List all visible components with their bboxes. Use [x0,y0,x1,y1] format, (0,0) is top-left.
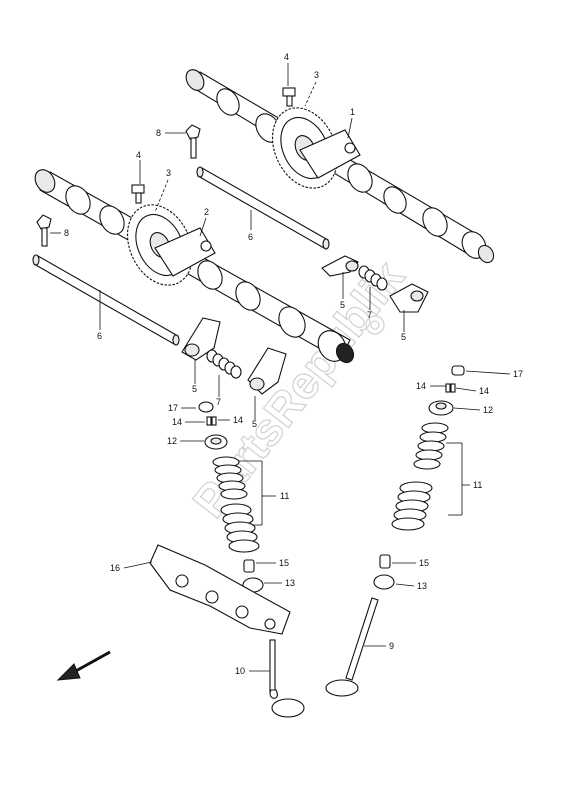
callout-11: 11 [280,491,289,501]
callout-13: 13 [417,581,427,591]
rocker-spring-left [206,349,242,379]
rocker-shaft-upper [196,166,330,250]
callout-4: 4 [284,52,289,62]
callout-1: 1 [350,107,355,117]
callout-3: 3 [314,70,319,80]
callout-8: 8 [156,128,161,138]
callout-5: 5 [340,300,345,310]
callout-3: 3 [166,168,171,178]
callout-6: 6 [248,232,253,242]
callout-7: 7 [216,397,221,407]
callout-14: 14 [233,415,243,425]
shim-left [198,401,214,413]
spring-retainer-left [204,434,228,450]
callout-11: 11 [473,480,482,490]
watermark: PartsRepublik [182,250,415,527]
callout-16: 16 [110,563,120,573]
rocker-arm-left-2 [247,347,287,395]
valve-spring-left-outer [212,456,248,500]
valve-stem-seal-left [243,559,255,573]
callout-17: 17 [168,403,178,413]
camshaft-lower [34,169,355,364]
valve-spring-left-inner [220,503,260,553]
callout-13: 13 [285,578,295,588]
callout-12: 12 [167,436,177,446]
sensor-plate-upper [299,129,361,179]
sprocket-bolt-upper [282,87,296,107]
front-direction-arrow-icon [56,650,111,681]
valve-intake [269,639,305,718]
callout-7: 7 [367,310,372,320]
cotter-right [445,383,456,393]
shim-right [451,365,465,376]
callout-17: 17 [513,369,523,379]
callout-15: 15 [279,558,289,568]
sensor-plate-lower [154,227,216,277]
callout-14: 14 [479,386,489,396]
watermark-seal-icon [365,315,385,335]
spring-seat-right [373,574,395,590]
valve-spring-right-outer [413,422,449,470]
svg-text:PartsRepublik: PartsRepublik [183,251,415,527]
gasket-plate [149,544,291,635]
valve-stem-seal-right [379,554,391,569]
callout-12: 12 [483,405,493,415]
callout-14: 14 [416,381,426,391]
callout-6: 6 [97,331,102,341]
callout-5: 5 [252,419,257,429]
rocker-arm-right-2 [389,283,429,313]
rocker-shaft-lower [32,254,180,346]
rocker-arm-right-1 [321,255,359,277]
rocker-spring-right [358,265,388,291]
callout-2: 2 [204,207,209,217]
callout-5: 5 [401,332,406,342]
callout-labels: 4 3 1 8 4 3 2 8 6 6 5 7 5 5 7 5 17 14 14… [64,52,523,676]
callout-15: 15 [419,558,429,568]
callout-10: 10 [235,666,245,676]
cotter-left [206,416,217,426]
bolt-upper [185,124,201,159]
callout-14: 14 [172,417,182,427]
leader-lines [50,63,511,672]
rocker-arm-left-1 [181,317,221,361]
spring-retainer-right [428,400,454,416]
callout-9: 9 [389,641,394,651]
valve-exhaust [325,597,379,697]
valve-spring-right-inner [391,481,433,531]
sprocket-bolt-lower [131,184,145,204]
callout-5: 5 [192,384,197,394]
callout-8: 8 [64,228,69,238]
callout-4: 4 [136,150,141,160]
bolt-lower [36,214,52,247]
